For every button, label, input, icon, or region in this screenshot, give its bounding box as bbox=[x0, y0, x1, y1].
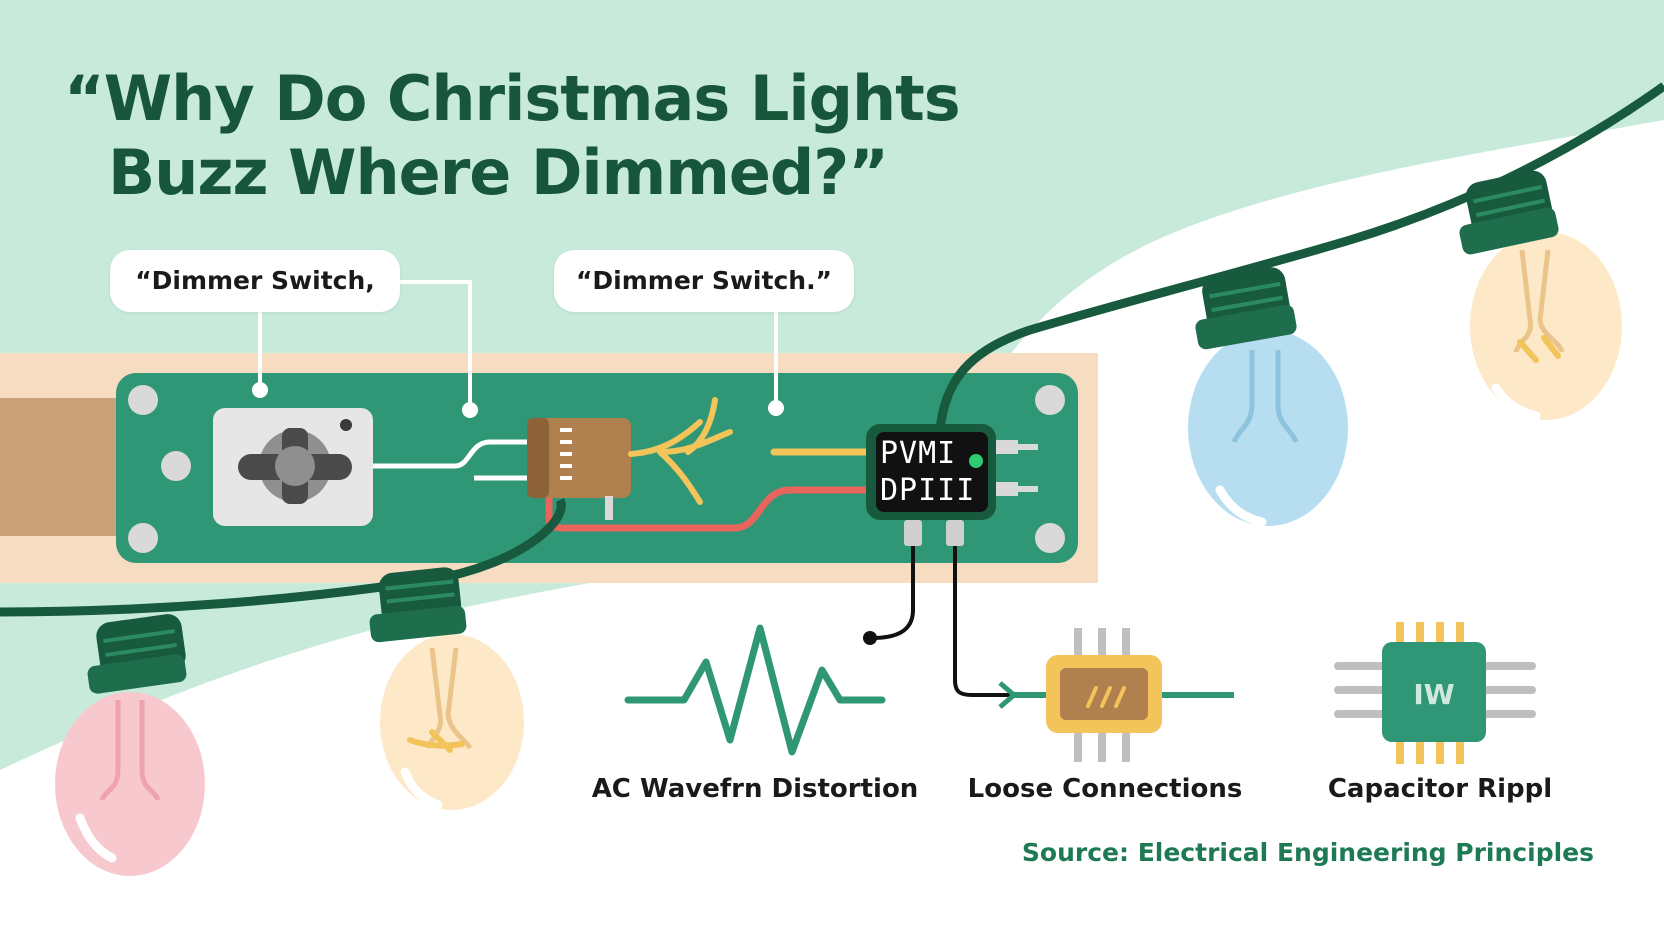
waveform-icon bbox=[624, 624, 886, 756]
cause-label-waveform: AC Wavefrn Distortion bbox=[591, 774, 919, 804]
lead-end-dot bbox=[863, 631, 877, 645]
callout-dimmer-switch-right: “Dimmer Switch.” bbox=[554, 250, 854, 312]
light-string-wire bbox=[935, 82, 1664, 431]
microchip-icon: IW bbox=[1334, 622, 1536, 764]
bulb-pink bbox=[55, 614, 205, 876]
signal-wire bbox=[373, 439, 530, 469]
resistor-connector-icon bbox=[998, 628, 1234, 762]
bulb-cream-left bbox=[369, 567, 524, 810]
callout-dimmer-switch-left: “Dimmer Switch, bbox=[110, 250, 400, 312]
title-line-2: Buzz Where Dimmed?” bbox=[108, 136, 889, 209]
pwm-controller-chip bbox=[866, 424, 1038, 546]
cause-label-capacitor: Capacitor Rippl bbox=[1327, 774, 1553, 804]
callout-leaders bbox=[258, 280, 778, 410]
title-line-1: “Why Do Christmas Lights bbox=[64, 62, 961, 135]
controller-chip-label-1: PVMI bbox=[880, 436, 957, 471]
cause-label-connections: Loose Connections bbox=[967, 774, 1243, 804]
dimmer-switch-component bbox=[213, 408, 373, 526]
page-title: “Why Do Christmas Lights Buzz Where Dimm… bbox=[64, 62, 961, 210]
board-backdrop-dark bbox=[0, 398, 130, 536]
bulb-blue bbox=[1188, 267, 1348, 527]
leader-dot bbox=[768, 400, 784, 416]
bulb-cream-right bbox=[1459, 170, 1622, 421]
leader-dot bbox=[462, 402, 478, 418]
lead-wire bbox=[953, 546, 1010, 697]
source-credit: Source: Electrical Engineering Principle… bbox=[1021, 838, 1594, 867]
capacitor-component bbox=[527, 418, 631, 520]
lead-wire bbox=[871, 546, 915, 640]
controller-chip-label-2: DPIII bbox=[880, 473, 976, 508]
spark-lines bbox=[628, 397, 733, 505]
microchip-label: IW bbox=[1413, 678, 1454, 711]
leader-dot bbox=[252, 382, 268, 398]
